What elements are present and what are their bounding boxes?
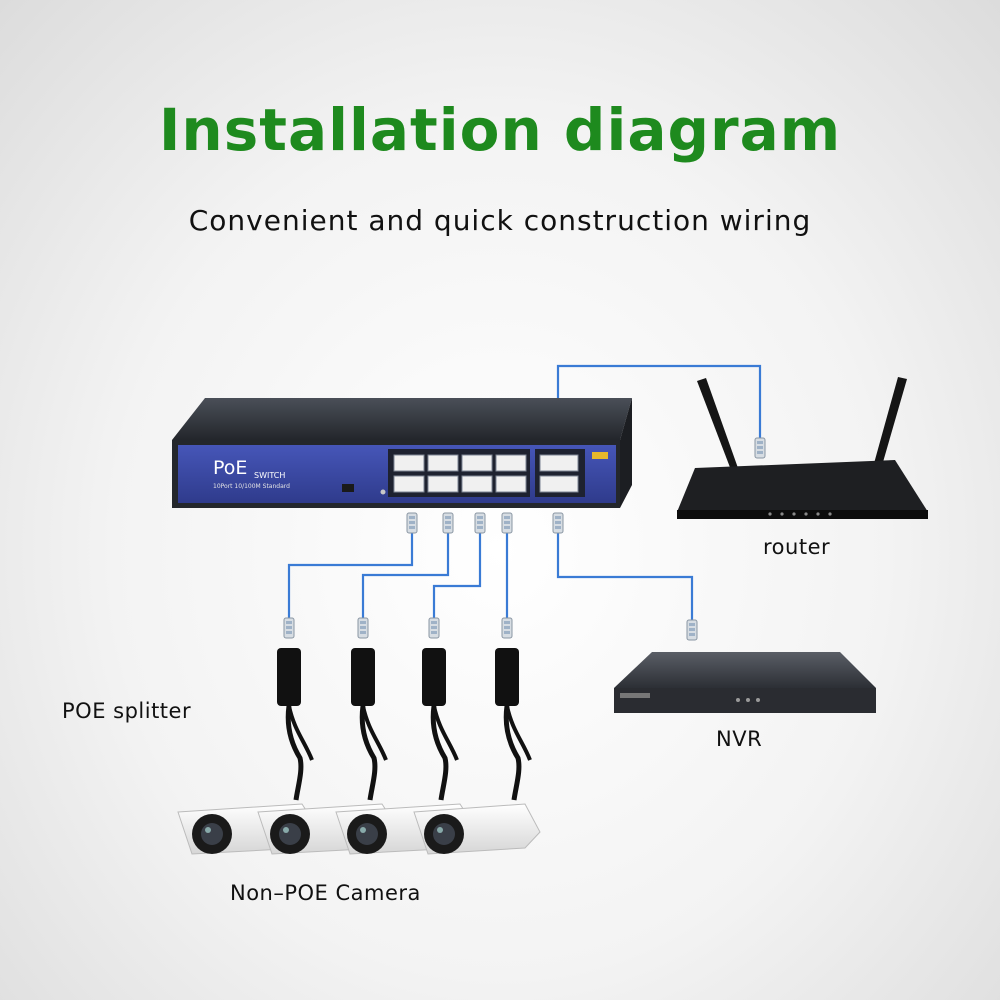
cable-switch-nvr <box>556 525 694 630</box>
page-subtitle: Convenient and quick construction wiring <box>188 204 812 237</box>
poe-splitter-icon <box>422 648 459 801</box>
rj45-connector-icon <box>357 617 369 639</box>
rj45-connector-icon <box>552 512 564 534</box>
poe-splitter-icon <box>277 648 314 801</box>
rj45-connector-icon <box>283 617 295 639</box>
camera-label: Non–POE Camera <box>230 881 421 905</box>
rj45-connector-icon <box>428 617 440 639</box>
nvr-label: NVR <box>716 727 763 751</box>
rj45-connector-icon <box>501 512 513 534</box>
cable-port3-splitter3 <box>432 525 482 625</box>
bullet-camera-icon <box>413 803 541 855</box>
page-title: Installation diagram <box>158 96 842 164</box>
poe-switch-icon: PoE SWITCH 10Port 10/100M Standard <box>172 398 632 508</box>
cables <box>287 364 762 630</box>
poe-splitter-icon <box>351 648 388 801</box>
switch-spec: 10Port 10/100M Standard <box>213 483 290 490</box>
cable-port1-splitter1 <box>287 525 414 625</box>
switch-brand: PoE <box>213 457 247 479</box>
rj45-connector-icon <box>442 512 454 534</box>
cameras <box>177 803 541 855</box>
poe-splitters <box>277 648 532 801</box>
cable-port2-splitter2 <box>361 525 450 625</box>
router-icon <box>677 377 928 519</box>
rj45-connector-icon <box>474 512 486 534</box>
cable-switch-router <box>556 364 762 440</box>
rj45-connector-icon <box>754 437 766 459</box>
switch-type: SWITCH <box>254 471 285 480</box>
splitter-label: POE splitter <box>62 699 192 723</box>
rj45-connector-icon <box>406 512 418 534</box>
rj45-connector-icon <box>501 617 513 639</box>
rj45-connector-icon <box>686 619 698 641</box>
nvr-icon <box>614 652 876 713</box>
router-label: router <box>763 535 831 559</box>
poe-splitter-icon <box>495 648 532 801</box>
